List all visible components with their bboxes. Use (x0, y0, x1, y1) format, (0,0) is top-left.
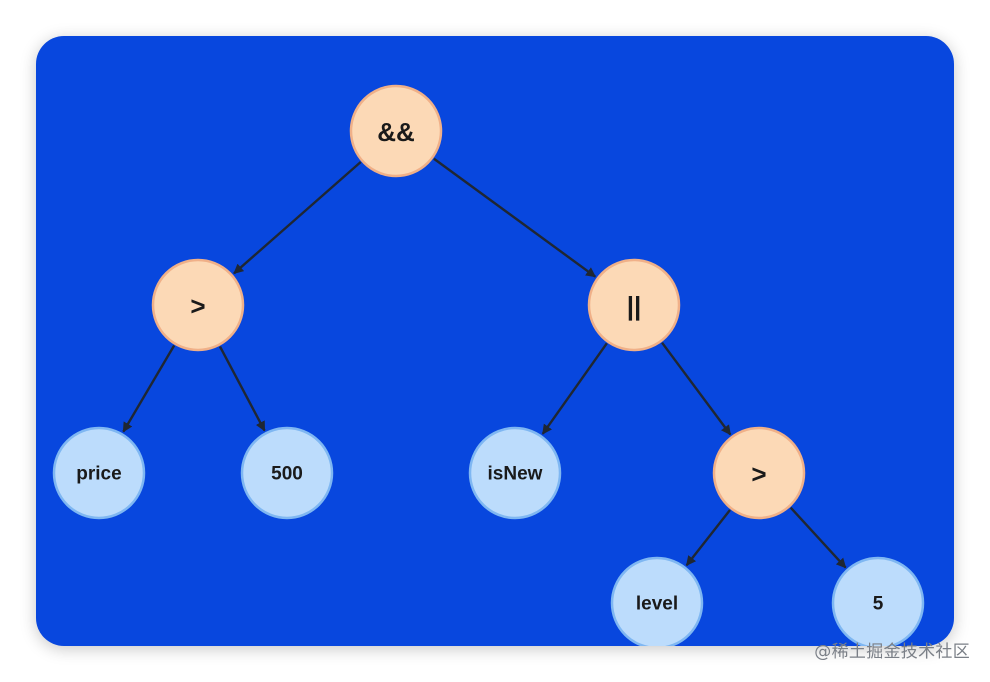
tree-node-n500: 500 (240, 426, 334, 520)
operand-circle (240, 426, 334, 520)
edge-gt2-to-n5 (789, 506, 847, 569)
edge-gt2-to-level (685, 509, 731, 567)
tree-node-level: level (610, 556, 704, 646)
edge-gt1-to-price (122, 344, 176, 433)
node-label: 500 (271, 464, 303, 485)
tree-node-gt2: > (712, 426, 806, 520)
edge-or-to-isnew (541, 342, 608, 435)
tree-node-and: && (349, 84, 443, 178)
node-label: isNew (488, 464, 543, 485)
node-label: && (377, 117, 415, 147)
diagram-panel: && > || price 500 isNew > level 5 (36, 36, 954, 646)
node-label: > (190, 291, 205, 321)
node-label: || (627, 291, 642, 321)
operator-circle (712, 426, 806, 520)
operand-circle (468, 426, 562, 520)
operand-circle (52, 426, 146, 520)
edge-or-to-gt2 (661, 341, 732, 436)
operand-circle (831, 556, 925, 646)
edge-and-to-or (433, 157, 597, 278)
tree-node-isnew: isNew (468, 426, 562, 520)
node-label: level (636, 594, 678, 615)
node-label: 5 (873, 594, 884, 615)
operand-circle (610, 556, 704, 646)
operator-circle (587, 258, 681, 352)
watermark-credit: @稀土掘金技术社区 (814, 642, 970, 662)
node-label: > (751, 459, 766, 489)
node-label: price (76, 464, 121, 485)
expression-tree-diagram: && > || price 500 isNew > level 5 (52, 84, 925, 646)
tree-node-price: price (52, 426, 146, 520)
tree-node-gt1: > (151, 258, 245, 352)
operator-circle (349, 84, 443, 178)
edge-gt1-to-n500 (218, 345, 266, 432)
tree-node-or: || (587, 258, 681, 352)
edges-layer (122, 157, 847, 569)
nodes-layer: && > || price 500 isNew > level 5 (52, 84, 925, 646)
tree-node-n5: 5 (831, 556, 925, 646)
operator-circle (151, 258, 245, 352)
edge-and-to-gt1 (233, 161, 362, 275)
